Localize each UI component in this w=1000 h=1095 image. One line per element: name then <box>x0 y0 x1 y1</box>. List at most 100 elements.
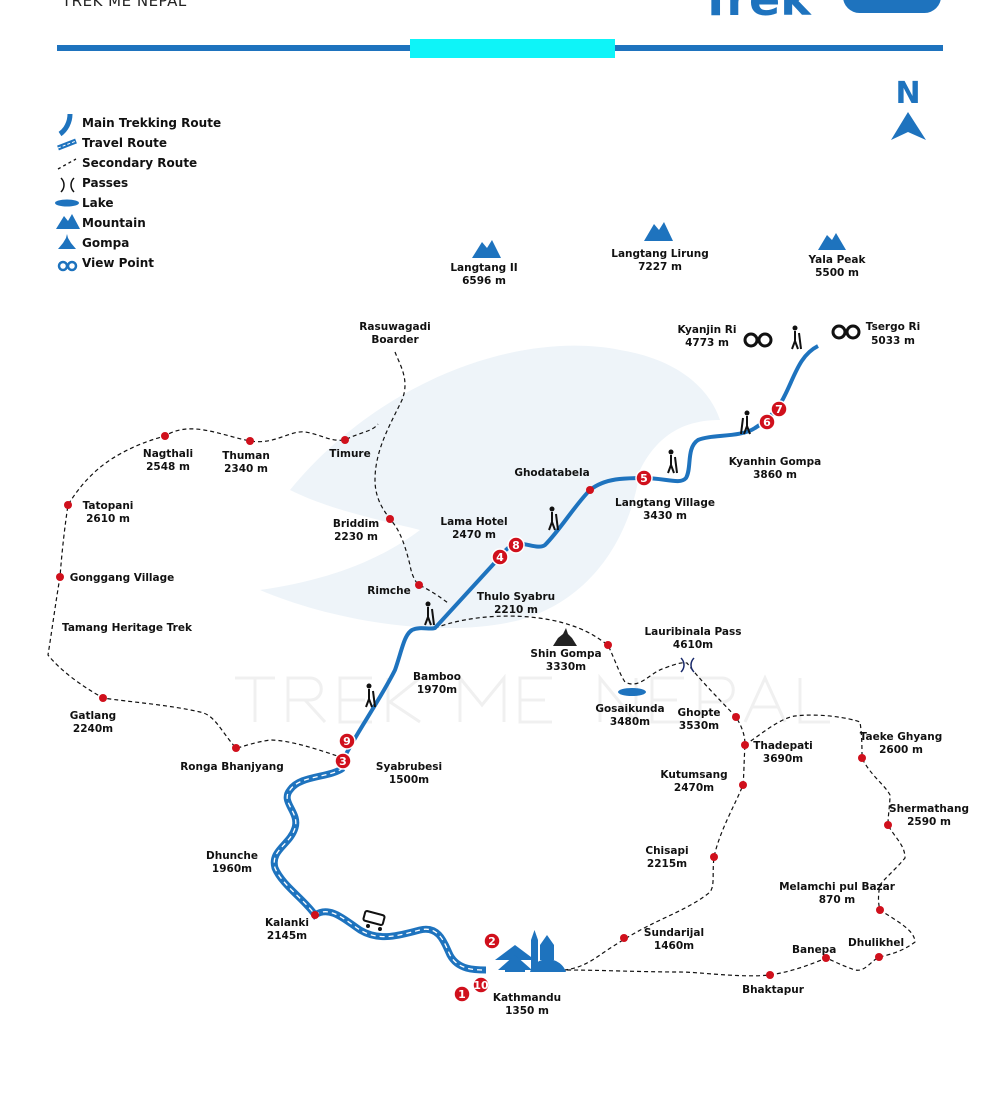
stop-dot-rimche <box>415 581 423 589</box>
hiker-icon <box>548 506 559 531</box>
label-rasuwagadi: Rasuwagadi <box>359 321 430 333</box>
day-badge-4: 4 <box>491 548 509 566</box>
label-sundarijal: Sundarijal <box>644 927 704 939</box>
day-badge-5: 5 <box>635 469 653 487</box>
elev-kyanjin-ri: 4773 m <box>685 337 729 349</box>
elev-kalanki: 2145m <box>267 930 307 942</box>
legend: Main Trekking Route Travel Route Seconda… <box>55 113 221 272</box>
label-kyanjin-ri: Kyanjin Ri <box>678 324 737 336</box>
legend-travel-route: Travel Route <box>82 136 167 150</box>
day-badge-2: 2 <box>483 932 501 950</box>
day-badge-9: 9 <box>338 732 356 750</box>
day-badge-6: 6 <box>758 413 776 431</box>
label-gonggang: Gonggang Village <box>70 572 175 584</box>
label-syabrubesi: Syabrubesi <box>376 761 442 773</box>
label-kalanki: Kalanki <box>265 917 309 929</box>
svg-text:7: 7 <box>775 403 783 416</box>
pass-icon <box>60 177 75 193</box>
label-shin-gompa: Shin Gompa <box>530 648 601 660</box>
label-tatopani: Tatopani <box>83 500 134 512</box>
label-timure: Timure <box>329 448 370 460</box>
elev-tatopani: 2610 m <box>86 513 130 525</box>
hiker-icon <box>791 325 802 350</box>
main-route-icon <box>58 113 73 137</box>
elev-shermathang: 2590 m <box>907 816 951 828</box>
elev-gosaikunda: 3480m <box>610 716 650 728</box>
hiker-icons <box>365 325 802 708</box>
legend-lake: Lake <box>82 196 114 210</box>
label-thuman: Thuman <box>222 450 270 462</box>
elev-taeke-ghyang: 2600 m <box>879 744 923 756</box>
elev-melamchi: 870 m <box>819 894 856 906</box>
lake-icon <box>55 199 79 207</box>
north-arrow: N <box>891 76 926 140</box>
elev-thadepati: 3690m <box>763 753 803 765</box>
label-melamchi: Melamchi pul Bazar <box>779 881 896 893</box>
svg-text:2: 2 <box>488 935 496 948</box>
label-langtang-lirung: Langtang Lirung <box>611 248 708 260</box>
elev-langtang-lirung: 7227 m <box>638 261 682 273</box>
stop-dot-shermathang <box>884 821 892 829</box>
label-ronga-bhanjyang: Ronga Bhanjyang <box>180 761 284 773</box>
elev-tsergo-ri: 5033 m <box>871 335 915 347</box>
hiker-icon <box>424 601 435 626</box>
stop-dot-gonggang <box>56 573 64 581</box>
svg-text:6: 6 <box>763 416 771 429</box>
svg-text:9: 9 <box>343 735 351 748</box>
label-dhunche: Dhunche <box>206 850 258 862</box>
svg-text:8: 8 <box>512 539 520 552</box>
stop-dot-timure <box>341 436 349 444</box>
elev-thulo-syabru: 2210 m <box>494 604 538 616</box>
label-bamboo: Bamboo <box>413 671 461 683</box>
lauribinala-pass-icon <box>680 657 695 673</box>
label-bhaktapur: Bhaktapur <box>742 984 805 996</box>
label-shermathang: Shermathang <box>889 803 969 815</box>
header-rule-accent <box>410 39 615 58</box>
elev-sundarijal: 1460m <box>654 940 694 952</box>
binoculars-icon <box>743 332 773 348</box>
day-badges: 1 2 3 4 5 6 7 8 9 10 <box>334 400 788 1003</box>
label-ghodatabela: Ghodatabela <box>514 467 589 479</box>
elev-langtang-ii: 6596 m <box>462 275 506 287</box>
label-gosaikunda: Gosaikunda <box>595 703 664 715</box>
elev-lama-hotel: 2470 m <box>452 529 496 541</box>
svg-text:4: 4 <box>496 551 504 564</box>
watermark <box>235 345 830 727</box>
hiker-icon <box>740 410 751 435</box>
day-badge-1: 1 <box>453 985 471 1003</box>
elev-thuman: 2340 m <box>224 463 268 475</box>
legend-main-route: Main Trekking Route <box>82 116 221 130</box>
brand-name-small: TREK ME NEPAL <box>62 0 187 10</box>
label-kyanhin-gompa: Kyanhin Gompa <box>729 456 821 468</box>
elev-gatlang: 2240m <box>73 723 113 735</box>
bus-icon <box>362 910 386 931</box>
day-badge-3: 3 <box>334 752 352 770</box>
binoculars-icon <box>57 260 78 272</box>
label-rimche: Rimche <box>367 585 410 597</box>
label-chisapi: Chisapi <box>645 845 688 857</box>
elev-kyanhin-gompa: 3860 m <box>753 469 797 481</box>
stop-dot-briddim <box>386 515 394 523</box>
stop-dot-banepa <box>822 954 830 962</box>
stop-dots <box>56 432 892 979</box>
stop-dot-chisapi <box>710 853 718 861</box>
hiker-icon <box>667 449 678 474</box>
stop-dot-nagthali <box>161 432 169 440</box>
elev-yala-peak: 5500 m <box>815 267 859 279</box>
legend-passes: Passes <box>82 176 128 190</box>
stop-dot-shin-gompa <box>604 641 612 649</box>
legend-secondary-route: Secondary Route <box>82 156 197 170</box>
svg-text:3: 3 <box>339 755 347 768</box>
stop-dot-thadepati <box>741 741 749 749</box>
label-nagthali: Nagthali <box>143 448 193 460</box>
svg-text:1: 1 <box>458 988 466 1001</box>
label-tsergo-ri: Tsergo Ri <box>866 321 920 333</box>
elev-chisapi: 2215m <box>647 858 687 870</box>
stop-dot-thuman <box>246 437 254 445</box>
label-gatlang: Gatlang <box>70 710 116 722</box>
route-tamang-heritage <box>47 423 379 759</box>
kathmandu-temple-icon <box>495 930 566 972</box>
hiker-icon <box>365 683 376 708</box>
elev-syabrubesi: 1500m <box>389 774 429 786</box>
